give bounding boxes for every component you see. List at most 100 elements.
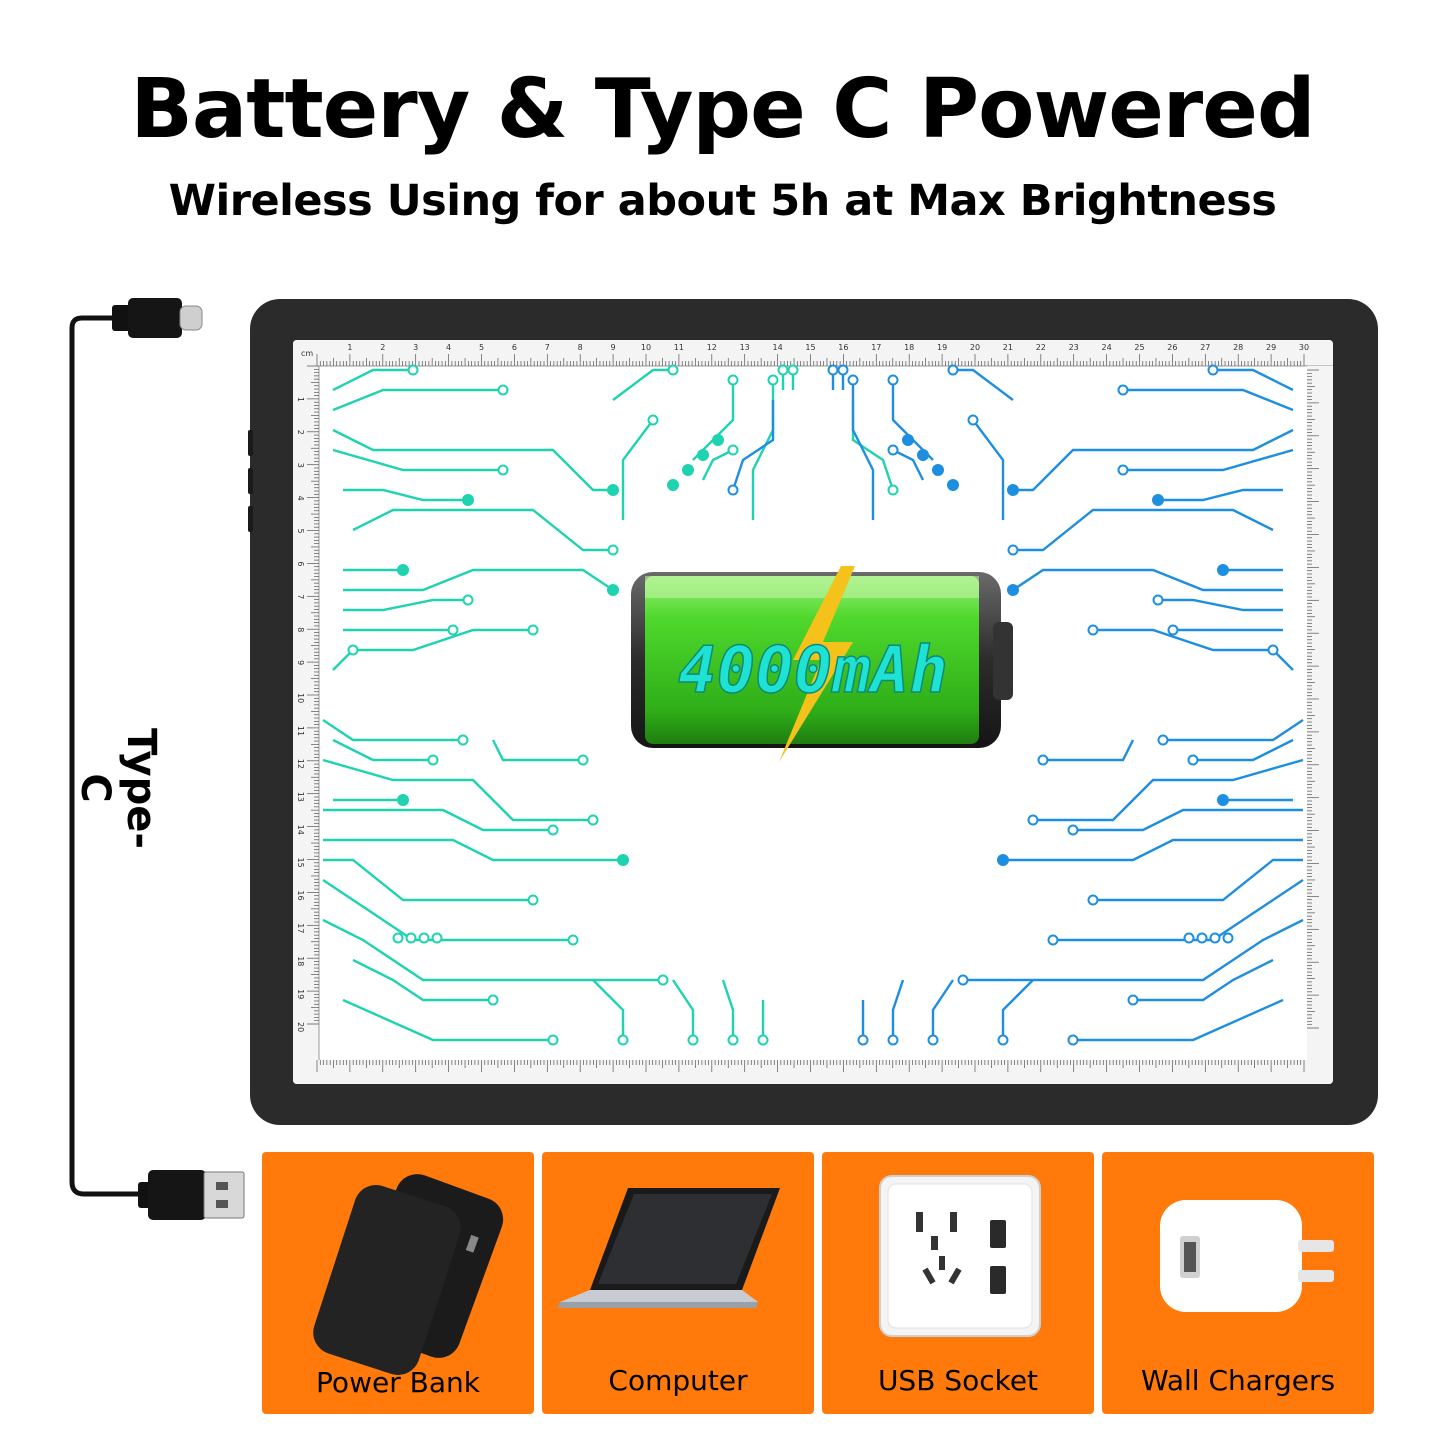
top-ruler-label: 28 [1233,343,1243,352]
circuit-trace [1158,598,1283,612]
circuit-node [697,449,709,461]
circuit-node [577,754,589,766]
left-ruler-label: 15 [296,858,305,868]
circuit-node [727,484,739,496]
left-ruler-label: 17 [296,923,305,933]
left-ruler-label: 10 [296,693,305,703]
left-ruler-label: 3 [296,463,305,468]
left-ruler-label: 8 [296,627,305,632]
circuit-node [887,374,899,386]
circuit-trace [332,738,433,762]
battery-icon: 4000mAh [631,566,1013,762]
top-ruler-label: 15 [805,343,815,352]
circuit-trace [892,448,925,481]
left-ruler-label: 16 [296,890,305,900]
circuit-node [1267,644,1279,656]
circuit-trace [963,918,1304,982]
circuit-trace [332,448,503,472]
circuit-node [1167,624,1179,636]
circuit-node [607,584,619,596]
circuit-node [487,994,499,1006]
circuit-node [418,932,430,944]
circuit-trace [342,998,553,1042]
circuit-node [1187,754,1199,766]
circuit-node [1007,544,1019,556]
circuit-trace [692,380,735,461]
circuit-node [1007,584,1019,596]
circuit-node [1117,384,1129,396]
circuit-node [887,444,899,456]
power-source-label: USB Socket [877,1364,1039,1397]
circuit-node [567,934,579,946]
circuit-trace [1093,858,1303,902]
circuit-node [757,1034,769,1046]
top-ruler-label: 21 [1003,343,1013,352]
top-ruler-label: 1 [347,343,352,352]
left-ruler-label: 14 [296,825,305,835]
circuit-trace [953,368,1014,401]
circuit-node [1007,484,1019,496]
circuit-node [887,484,899,496]
circuit-trace [731,400,775,491]
top-ruler-label: 3 [413,343,418,352]
left-ruler-label: 19 [296,989,305,999]
circuit-node [1152,594,1164,606]
circuit-node [727,444,739,456]
circuit-node [462,494,474,506]
power-source-wall-charger: Wall Chargers [1102,1152,1374,1414]
circuit-node [1087,894,1099,906]
circuit-node [497,464,509,476]
circuit-trace [322,918,663,982]
circuit-trace [1001,979,1034,1040]
power-source-label: Wall Chargers [1140,1364,1336,1397]
circuit-node [397,794,409,806]
top-ruler-label: 17 [871,343,881,352]
circuit-trace [1163,719,1304,742]
circuit-node [1217,564,1229,576]
laptop-icon [558,1188,780,1308]
circuit-node [392,932,404,944]
left-ruler-label: 7 [296,594,305,599]
circuit-node [617,1034,629,1046]
circuit-node [1222,932,1234,944]
power-source-label: Computer [608,1364,748,1397]
circuit-node [427,754,439,766]
circuit-node [957,974,969,986]
circuit-node [967,414,979,426]
top-ruler-label: 12 [707,343,717,352]
circuit-trace [1133,958,1274,1002]
left-ruler-label: 13 [296,792,305,802]
top-ruler-label: 5 [479,343,484,352]
circuit-node [497,384,509,396]
circuit-trace [1193,738,1294,762]
page-title: Battery & Type C Powered [130,62,1315,157]
circuit-node [1157,734,1169,746]
circuit-trace [612,368,673,401]
top-ruler-label: 30 [1299,343,1309,352]
circuit-node [847,374,859,386]
circuit-trace [1033,758,1304,822]
circuit-node [657,974,669,986]
circuit-node [447,624,459,636]
page-subtitle: Wireless Using for about 5h at Max Brigh… [168,176,1277,226]
circuit-trace [332,428,613,492]
circuit-node [407,364,419,376]
circuit-trace [672,979,695,1040]
left-ruler-label: 12 [296,759,305,769]
circuit-node [1152,494,1164,506]
circuit-trace [1123,388,1294,412]
circuit-node [1037,754,1049,766]
power-source-power-bank: Power Bank [262,1152,534,1414]
circuit-trace [332,368,413,392]
circuit-trace [592,979,625,1040]
circuit-node [997,854,1009,866]
circuit-trace [322,879,573,942]
power-source-label: Power Bank [316,1366,480,1399]
circuit-node [887,1034,899,1046]
circuit-node [727,1034,739,1046]
circuit-node [547,824,559,836]
side-buttons [248,430,254,540]
power-bank-icon [313,1174,504,1375]
circuit-node [1067,824,1079,836]
